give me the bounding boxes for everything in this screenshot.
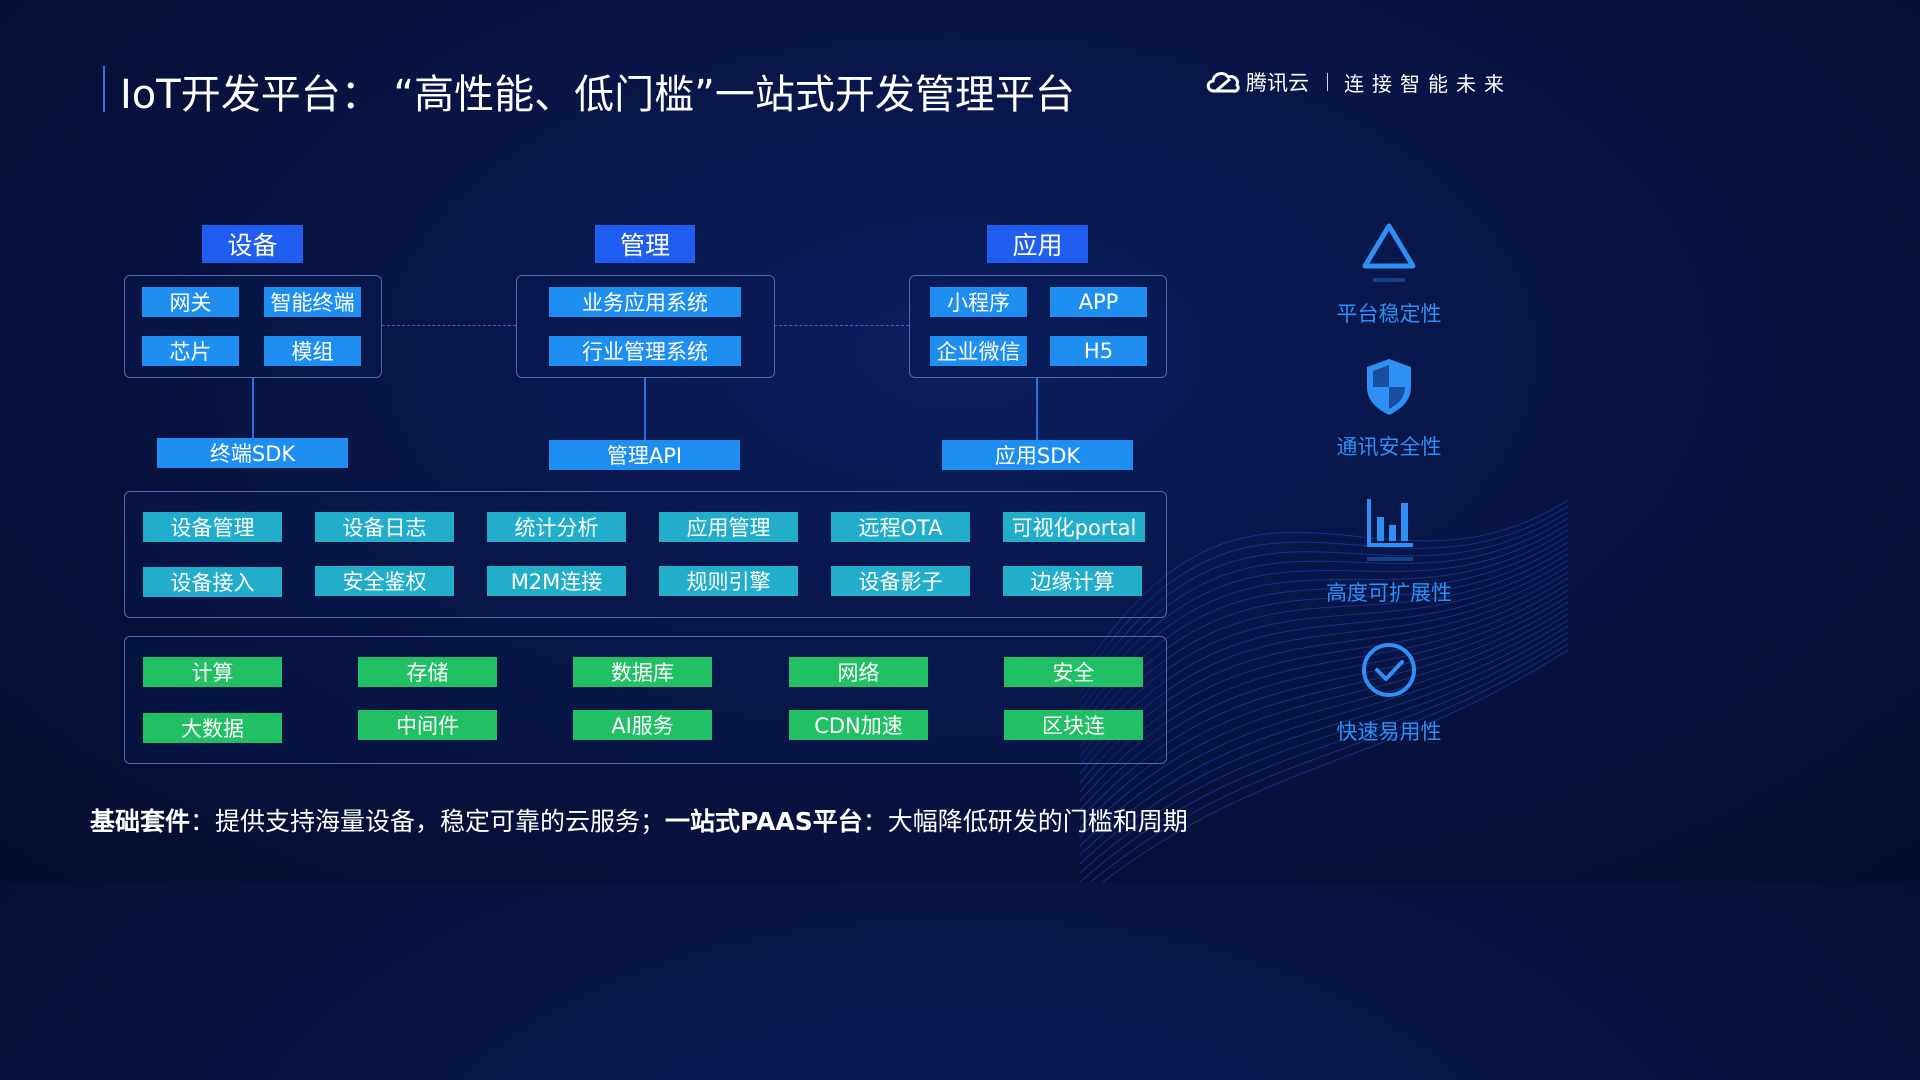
- manage-item-industry-mgmt: 行业管理系统: [549, 336, 741, 366]
- wave-line: [1101, 649, 1568, 882]
- manage-item-business-app: 业务应用系统: [549, 287, 741, 317]
- feature-scalability: 高度可扩展性: [1299, 495, 1479, 607]
- wave-line: [1079, 565, 1568, 775]
- app-header: 应用: [987, 225, 1088, 263]
- platform-item-rule-engine: 规则引擎: [659, 566, 798, 596]
- wave-line: [1079, 535, 1568, 730]
- wave-line: [1079, 517, 1568, 703]
- wave-line: [1079, 607, 1568, 838]
- device-manage-connector: [382, 325, 516, 326]
- wave-line: [1079, 595, 1568, 820]
- terminal-sdk: 终端SDK: [157, 438, 348, 468]
- platform-item-device-access: 设备接入: [143, 567, 282, 597]
- platform-item-app-mgmt: 应用管理: [659, 512, 798, 542]
- wave-line: [1079, 631, 1568, 874]
- infra-item-cdn: CDN加速: [789, 710, 928, 740]
- footer-bold-1: 基础套件: [90, 807, 191, 836]
- manage-box: 业务应用系统 行业管理系统: [516, 275, 775, 378]
- infra-item-database: 数据库: [573, 657, 712, 687]
- platform-item-m2m: M2M连接: [487, 566, 626, 596]
- infra-item-network: 网络: [789, 657, 928, 687]
- feature-usability: 快速易用性: [1299, 640, 1479, 746]
- shield-icon: [1367, 359, 1411, 415]
- wave-line: [1079, 625, 1568, 865]
- background-wave-pattern: [1079, 499, 1568, 882]
- device-item-module: 模组: [264, 336, 361, 366]
- wave-line: [1079, 523, 1568, 712]
- wave-line: [1079, 541, 1568, 739]
- feature-security: 通讯安全性: [1299, 355, 1479, 461]
- device-box: 网关 智能终端 芯片 模组: [124, 275, 382, 378]
- wave-line: [1079, 529, 1568, 721]
- brand-name: 腾讯云: [1246, 71, 1309, 95]
- tencent-cloud-logo-icon: [1206, 72, 1240, 93]
- feature-label: 快速易用性: [1336, 720, 1442, 744]
- infra-item-bigdata: 大数据: [143, 713, 282, 743]
- platform-item-ota: 远程OTA: [831, 512, 970, 542]
- wave-line: [1079, 637, 1568, 882]
- footer-text-1: ：提供支持海量设备，稳定可靠的云服务；: [190, 807, 666, 836]
- infra-item-security: 安全: [1004, 657, 1143, 687]
- infra-item-ai: AI服务: [573, 710, 712, 740]
- platform-item-device-mgmt: 设备管理: [143, 512, 282, 542]
- platform-item-auth: 安全鉴权: [315, 566, 454, 596]
- brand-header: 腾讯云 连接智能未来: [1204, 66, 1512, 98]
- wave-line: [1079, 601, 1568, 829]
- page-title: IoT开发平台： “高性能、低门槛”一站式开发管理平台: [120, 72, 1075, 118]
- app-item-wecom: 企业微信: [930, 336, 1027, 366]
- footer-text-2: ：大幅降低研发的门槛和周期: [862, 807, 1188, 836]
- app-sdk-connector: [1036, 378, 1038, 440]
- infra-item-compute: 计算: [143, 657, 282, 687]
- wave-line: [1079, 577, 1568, 793]
- platform-item-portal: 可视化portal: [1003, 512, 1145, 542]
- infra-box: 计算 存储 数据库 网络 安全 大数据 中间件 AI服务 CDN加速 区块连: [124, 636, 1167, 764]
- wave-line: [1079, 547, 1568, 748]
- manage-header: 管理: [595, 225, 695, 263]
- wave-line: [1079, 619, 1568, 856]
- wave-line: [1079, 613, 1568, 847]
- triangle-icon: [1362, 223, 1416, 282]
- feature-label: 平台稳定性: [1336, 302, 1442, 326]
- application-sdk: 应用SDK: [942, 440, 1133, 470]
- infra-item-storage: 存储: [358, 657, 497, 687]
- feature-label: 通讯安全性: [1336, 435, 1442, 459]
- app-item-app: APP: [1050, 287, 1147, 317]
- wave-line: [1079, 553, 1568, 757]
- title-accent-bar: [103, 66, 105, 112]
- device-item-gateway: 网关: [142, 287, 239, 317]
- footer-summary: 基础套件：提供支持海量设备，稳定可靠的云服务；一站式PAAS平台：大幅降低研发的…: [90, 802, 1188, 838]
- platform-item-edge: 边缘计算: [1003, 566, 1142, 596]
- wave-line: [1079, 505, 1568, 685]
- bar-chart-icon: [1367, 499, 1413, 561]
- app-box: 小程序 APP 企业微信 H5: [909, 275, 1167, 378]
- management-api: 管理API: [549, 440, 740, 470]
- device-item-smart-terminal: 智能终端: [264, 287, 361, 317]
- infra-item-blockchain: 区块连: [1004, 710, 1143, 740]
- footer-bold-2: 一站式PAAS平台: [665, 807, 863, 836]
- brand-slogan: 连接智能未来: [1344, 71, 1512, 96]
- device-header: 设备: [202, 225, 303, 263]
- platform-box: 设备管理 设备日志 统计分析 应用管理 远程OTA 可视化portal 设备接入…: [124, 491, 1167, 618]
- check-circle-icon: [1362, 643, 1416, 697]
- wave-line: [1079, 589, 1568, 811]
- wave-line: [1079, 511, 1568, 694]
- wave-line: [1079, 499, 1568, 676]
- feature-stability: 平台稳定性: [1299, 220, 1479, 328]
- feature-label: 高度可扩展性: [1326, 581, 1452, 605]
- platform-item-stats: 统计分析: [487, 512, 626, 542]
- brand-separator: [1327, 73, 1328, 91]
- manage-app-connector: [774, 325, 909, 326]
- app-item-h5: H5: [1050, 336, 1147, 366]
- platform-item-device-shadow: 设备影子: [831, 566, 970, 596]
- wave-line: [1079, 583, 1568, 802]
- app-item-mini-program: 小程序: [930, 287, 1027, 317]
- wave-line: [1079, 571, 1568, 784]
- platform-item-device-log: 设备日志: [315, 512, 454, 542]
- manage-api-connector: [644, 378, 646, 440]
- infra-item-middleware: 中间件: [358, 710, 497, 740]
- device-item-chip: 芯片: [142, 336, 239, 366]
- device-sdk-connector: [252, 378, 254, 438]
- wave-line: [1090, 643, 1568, 882]
- wave-line: [1079, 559, 1568, 766]
